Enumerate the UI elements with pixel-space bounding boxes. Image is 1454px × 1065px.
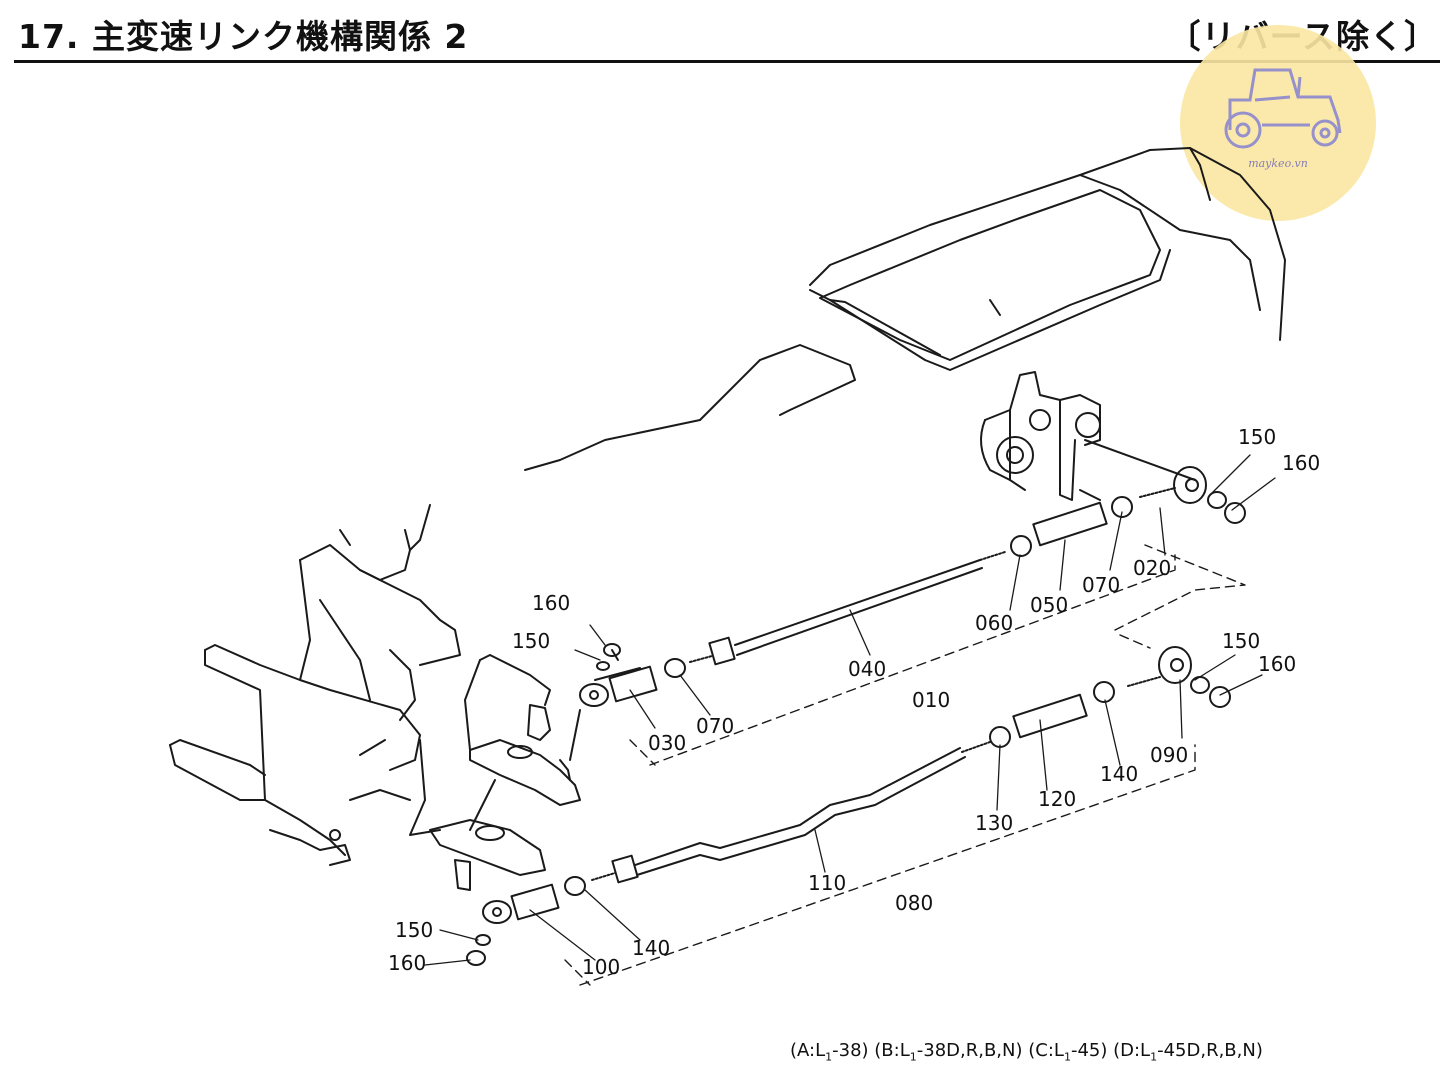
leader-lines — [424, 454, 1276, 966]
callout-100: 100 — [582, 955, 620, 979]
page-title: 17. 主変速リンク機構関係 2 — [18, 17, 469, 56]
header-rule — [14, 60, 1440, 63]
callout-040: 040 — [848, 657, 886, 681]
footnote-d: (D:L1-45D,R,B,N) — [1113, 1040, 1263, 1064]
callout-140-right: 140 — [1100, 762, 1138, 786]
callout-070-upper: 070 — [1082, 573, 1120, 597]
shift-arm-bracket — [980, 371, 1196, 501]
watermark-logo: maykeo.vn — [1180, 25, 1376, 221]
bellcrank-plates — [409, 654, 581, 891]
callout-080: 080 — [895, 891, 933, 915]
callout-060: 060 — [975, 611, 1013, 635]
callout-160-lower-right: 160 — [1258, 652, 1296, 676]
pedal-assembly — [169, 504, 461, 866]
group-brackets — [564, 544, 1246, 986]
footnote-b: (B:L1-38D,R,B,N) — [874, 1040, 1023, 1064]
callout-160-lower-left: 160 — [388, 951, 426, 975]
callout-020: 020 — [1133, 556, 1171, 580]
lower-rod-assembly — [466, 646, 1231, 966]
callout-120: 120 — [1038, 787, 1076, 811]
model-footnote: (A:L1-38) (B:L1-38D,R,B,N) (C:L1-45) (D:… — [790, 1040, 1263, 1064]
callout-150-lower-left: 150 — [395, 918, 433, 942]
callouts: 150 160 020 070 050 060 040 010 070 030 … — [388, 425, 1320, 979]
callout-090: 090 — [1150, 743, 1188, 767]
callout-140-left: 140 — [632, 936, 670, 960]
callout-150-lower-right: 150 — [1222, 629, 1260, 653]
callout-110: 110 — [808, 871, 846, 895]
callout-030: 030 — [648, 731, 686, 755]
transmission-housing — [524, 147, 1286, 471]
callout-150-upper-left: 150 — [512, 629, 550, 653]
upper-rod-assembly — [569, 466, 1246, 761]
callout-160-upper-right: 160 — [1282, 451, 1320, 475]
footnote-c: (C:L1-45) — [1028, 1040, 1108, 1064]
callout-070-lower: 070 — [696, 714, 734, 738]
callout-150-upper-right: 150 — [1238, 425, 1276, 449]
tractor-icon — [1224, 68, 1342, 149]
callout-160-upper-left: 160 — [532, 591, 570, 615]
footnote-a: (A:L1-38) — [790, 1040, 869, 1064]
callout-050: 050 — [1030, 593, 1068, 617]
callout-010: 010 — [912, 688, 950, 712]
watermark-site: maykeo.vn — [1248, 157, 1308, 170]
callout-130: 130 — [975, 811, 1013, 835]
